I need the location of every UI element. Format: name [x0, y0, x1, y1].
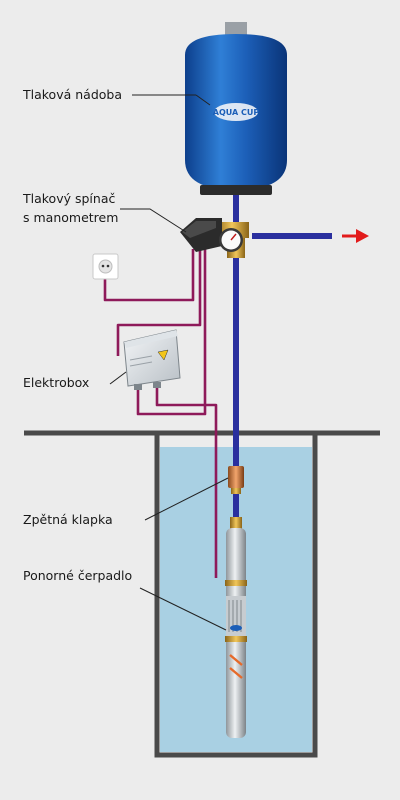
electrobox-icon — [123, 329, 181, 390]
label-pressure-switch-line2: s manometrem — [23, 210, 119, 225]
check-valve-icon — [228, 466, 244, 494]
label-pressure-switch-line1: Tlakový spínač — [23, 191, 116, 206]
well-wall — [154, 433, 318, 758]
submersible-pump-icon — [225, 517, 247, 738]
box-power-cable — [136, 249, 207, 416]
vessel-logo: AQUA CUP — [213, 108, 260, 117]
leader-pressure-switch — [120, 208, 187, 233]
socket-cable — [103, 249, 195, 302]
switch-to-box-cable — [116, 249, 202, 356]
leader-lines — [109, 94, 229, 631]
pump-power-cable — [155, 384, 218, 578]
label-pressure-vessel: Tlaková nádoba — [23, 87, 122, 102]
electric-cables — [103, 249, 218, 578]
well — [24, 430, 380, 758]
leader-check-valve — [144, 477, 229, 521]
label-check-valve: Zpětná klapka — [23, 512, 113, 527]
leader-pump — [139, 587, 227, 631]
label-submersible-pump: Ponorné čerpadlo — [23, 568, 133, 583]
flow-arrow-icon — [342, 229, 369, 243]
pressure-vessel-icon: AQUA CUP — [185, 22, 287, 195]
manometer-icon — [219, 228, 243, 252]
label-electrobox: Elektrobox — [23, 375, 90, 390]
electrical-socket-icon — [92, 253, 119, 280]
leader-electrobox — [109, 371, 127, 385]
